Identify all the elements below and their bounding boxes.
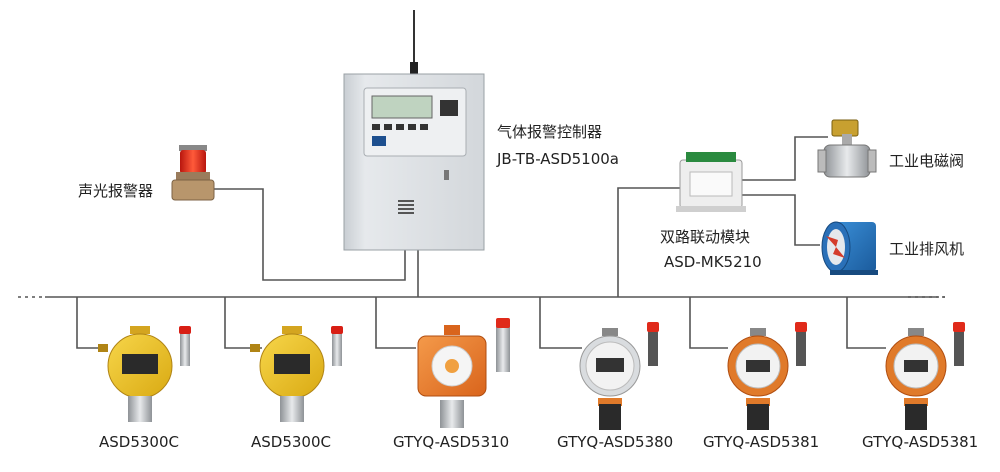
fan-link xyxy=(742,194,820,246)
detector-3 xyxy=(417,318,510,428)
detector-label: GTYQ-ASD5380 xyxy=(557,433,674,451)
drop-4 xyxy=(539,297,582,349)
valve-link xyxy=(742,136,828,181)
detector-label: ASD5300C xyxy=(251,433,331,451)
module-name: 双路联动模块 xyxy=(660,228,751,246)
wiring xyxy=(18,136,945,349)
alarm-device xyxy=(171,145,215,201)
detector-4 xyxy=(579,322,659,430)
drop-3 xyxy=(375,297,416,349)
detector-5 xyxy=(727,322,807,430)
detector-label: ASD5300C xyxy=(99,433,179,451)
fan-label: 工业排风机 xyxy=(889,240,965,258)
exhaust-fan xyxy=(821,221,878,275)
linkage-module xyxy=(676,152,746,212)
controller-name: 气体报警控制器 xyxy=(497,123,603,141)
detector-1 xyxy=(98,326,191,422)
detector-6 xyxy=(885,322,965,430)
module-model: ASD-MK5210 xyxy=(664,253,762,271)
solenoid-valve xyxy=(817,119,877,178)
valve-label: 工业电磁阀 xyxy=(889,152,965,170)
drop-6 xyxy=(846,297,886,349)
drop-1 xyxy=(76,297,108,349)
alarm-name: 声光报警器 xyxy=(78,182,154,200)
drop-2 xyxy=(224,297,262,349)
module-link xyxy=(617,187,680,297)
detector-label: GTYQ-ASD5381 xyxy=(862,433,979,451)
detector-label: GTYQ-ASD5381 xyxy=(703,433,820,451)
detector-label: GTYQ-ASD5310 xyxy=(393,433,510,451)
drop-5 xyxy=(689,297,728,349)
alarm-link xyxy=(213,188,406,281)
controller-cabinet xyxy=(343,10,485,251)
controller-model: JB-TB-ASD5100a xyxy=(497,150,619,168)
detector-2 xyxy=(250,326,343,422)
